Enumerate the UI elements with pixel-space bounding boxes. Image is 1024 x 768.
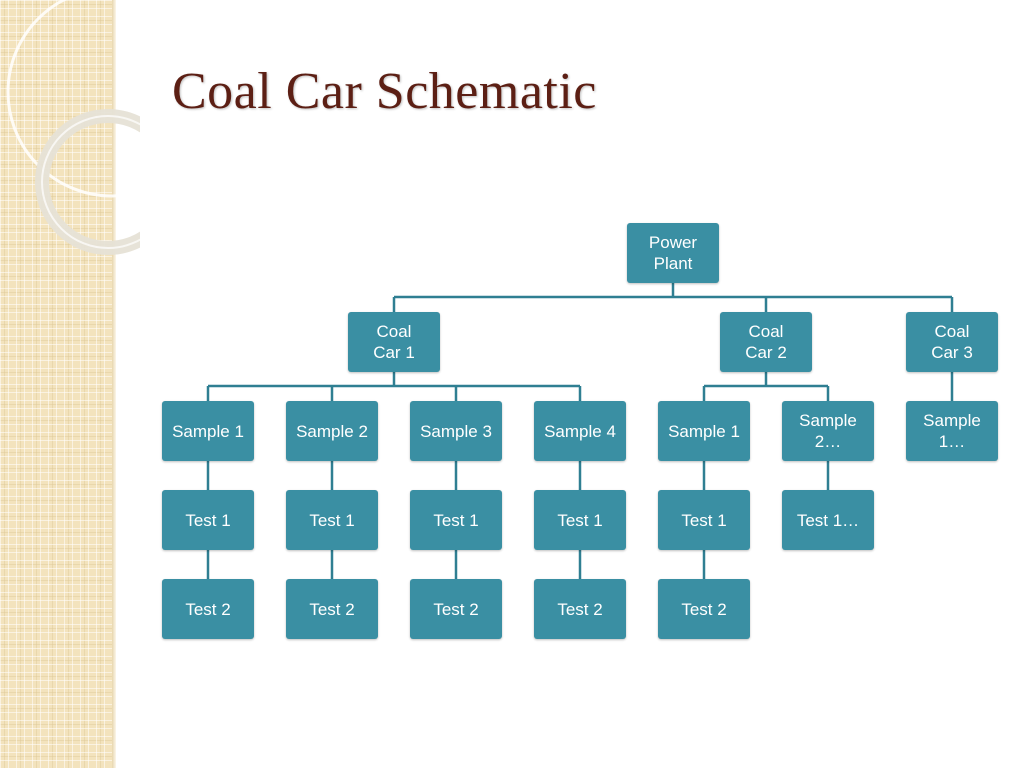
node-coal-car-3: Coal Car 3 <box>906 312 998 372</box>
node-coal-car-1: Coal Car 1 <box>348 312 440 372</box>
node-car1-sample1-test-2: Test 2 <box>162 579 254 639</box>
node-car1-sample2-test-1: Test 1 <box>286 490 378 550</box>
node-car2-sample-1: Sample 1 <box>658 401 750 461</box>
node-car2-sample2-test-1: Test 1… <box>782 490 874 550</box>
node-car1-sample1-test-1: Test 1 <box>162 490 254 550</box>
node-car1-sample-4: Sample 4 <box>534 401 626 461</box>
node-car1-sample-1: Sample 1 <box>162 401 254 461</box>
node-car2-sample1-test-2: Test 2 <box>658 579 750 639</box>
sidebar-edge <box>112 0 116 768</box>
node-car1-sample2-test-2: Test 2 <box>286 579 378 639</box>
slide-title: Coal Car Schematic <box>172 63 597 120</box>
node-power-plant: Power Plant <box>627 223 719 283</box>
node-coal-car-2: Coal Car 2 <box>720 312 812 372</box>
node-car2-sample-2: Sample 2… <box>782 401 874 461</box>
decorative-sidebar <box>0 0 112 768</box>
node-car3-sample-1: Sample 1… <box>906 401 998 461</box>
node-car1-sample-2: Sample 2 <box>286 401 378 461</box>
node-car1-sample4-test-2: Test 2 <box>534 579 626 639</box>
node-car1-sample-3: Sample 3 <box>410 401 502 461</box>
node-car1-sample4-test-1: Test 1 <box>534 490 626 550</box>
node-car1-sample3-test-1: Test 1 <box>410 490 502 550</box>
node-car2-sample1-test-1: Test 1 <box>658 490 750 550</box>
node-car1-sample3-test-2: Test 2 <box>410 579 502 639</box>
